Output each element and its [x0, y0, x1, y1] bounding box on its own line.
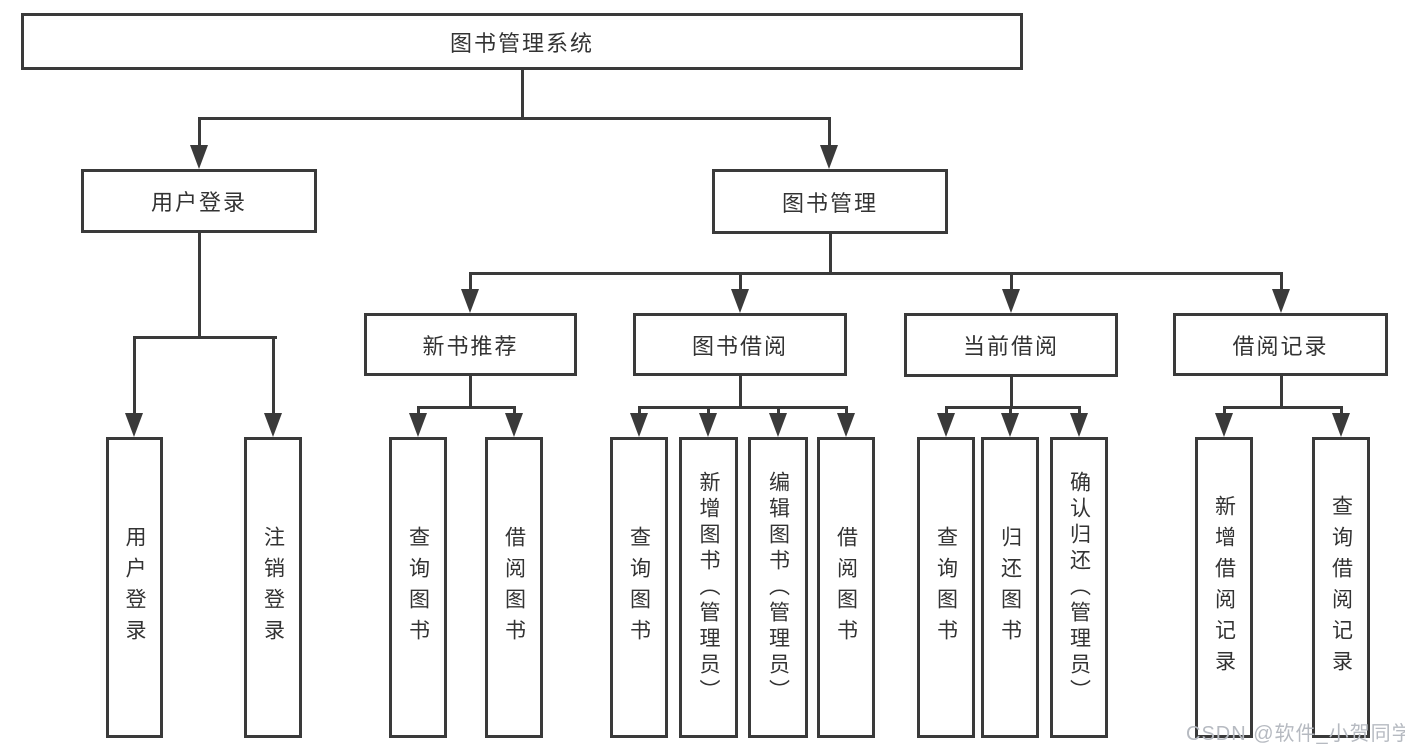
leaf-borrow-books: 借阅图书	[817, 437, 875, 738]
connector-line	[197, 233, 201, 338]
connector-line	[1222, 405, 1343, 409]
leaf-add-borrow-record: 新增借阅记录	[1195, 437, 1253, 738]
node-label: 查询图书	[406, 525, 430, 650]
node-label: 当前借阅	[962, 334, 1059, 359]
arrow-down-icon	[505, 413, 523, 437]
node-current-borrowing: 当前借阅	[904, 313, 1118, 377]
node-label: 图书管理系统	[449, 30, 594, 56]
arrow-down-icon	[630, 413, 648, 437]
arrow-down-icon	[125, 413, 143, 437]
leaf-logout: 注销登录	[244, 437, 302, 738]
node-label: 新书推荐	[422, 333, 519, 359]
connector-line	[738, 376, 742, 408]
node-label: 新增图书（管理员）	[697, 470, 720, 705]
connector-line	[738, 273, 742, 293]
node-user-login: 用户登录	[81, 169, 317, 233]
connector-line	[520, 69, 524, 119]
node-label: 编辑图书（管理员）	[766, 470, 790, 705]
node-label: 借阅图书	[502, 525, 526, 650]
node-label: 用户登录	[150, 190, 247, 215]
node-label: 图书借阅	[691, 333, 788, 359]
node-label: 查询借阅记录	[1329, 494, 1353, 681]
leaf-confirm-return-admin: 确认归还（管理员）	[1050, 437, 1108, 738]
connector-line	[828, 234, 832, 274]
arrow-down-icon	[190, 145, 208, 169]
connector-line	[416, 405, 516, 409]
leaf-query-books-borrow: 查询图书	[610, 437, 668, 738]
leaf-add-book-admin: 新增图书（管理员）	[679, 437, 738, 738]
connector-line	[468, 271, 1283, 275]
leaf-return-books: 归还图书	[981, 437, 1039, 738]
arrow-down-icon	[1070, 413, 1088, 437]
arrow-down-icon	[264, 413, 282, 437]
node-new-book-recommendation: 新书推荐	[364, 313, 577, 376]
arrow-down-icon	[461, 289, 479, 313]
arrow-down-icon	[837, 413, 855, 437]
connector-line	[944, 405, 1081, 409]
node-label: 图书管理	[781, 190, 878, 216]
node-label: 查询图书	[934, 525, 958, 650]
node-book-borrowing: 图书借阅	[633, 313, 847, 376]
arrow-down-icon	[769, 413, 787, 437]
arrow-down-icon	[1215, 413, 1233, 437]
node-library-management-system: 图书管理系统	[21, 13, 1023, 70]
arrow-down-icon	[409, 413, 427, 437]
node-label: 注销登录	[261, 525, 285, 650]
arrow-down-icon	[1002, 289, 1020, 313]
leaf-user-login: 用户登录	[106, 437, 163, 738]
connector-line	[1279, 273, 1283, 293]
arrow-down-icon	[937, 413, 955, 437]
node-label: 确认归还（管理员）	[1067, 470, 1091, 705]
connector-line	[132, 337, 136, 417]
node-label: 新增借阅记录	[1212, 494, 1236, 681]
connector-line	[468, 376, 472, 408]
connector-line	[271, 337, 275, 417]
connector-line	[197, 118, 201, 148]
arrow-down-icon	[1332, 413, 1350, 437]
arrow-down-icon	[699, 413, 717, 437]
arrow-down-icon	[820, 145, 838, 169]
connector-line	[637, 405, 848, 409]
connector-line	[468, 273, 472, 293]
connector-line	[1009, 377, 1013, 408]
csdn-watermark: CSDN @软件_小贺同学	[1186, 723, 1405, 745]
node-label: 查询图书	[627, 525, 651, 650]
connector-line	[827, 118, 831, 148]
leaf-query-books-current: 查询图书	[917, 437, 975, 738]
leaf-borrow-books-recommend: 借阅图书	[485, 437, 543, 738]
node-book-management: 图书管理	[712, 169, 948, 234]
leaf-query-books-recommend: 查询图书	[389, 437, 447, 738]
connector-line	[1279, 376, 1283, 408]
arrow-down-icon	[1272, 289, 1290, 313]
node-label: 用户登录	[123, 525, 146, 650]
leaf-query-borrow-record: 查询借阅记录	[1312, 437, 1370, 738]
connector-line	[1009, 273, 1013, 293]
node-borrowing-records: 借阅记录	[1173, 313, 1388, 376]
arrow-down-icon	[1001, 413, 1019, 437]
node-label: 归还图书	[998, 525, 1022, 650]
connector-line	[197, 116, 831, 120]
arrow-down-icon	[731, 289, 749, 313]
node-label: 借阅图书	[834, 525, 858, 650]
connector-line	[132, 335, 277, 339]
node-label: 借阅记录	[1232, 333, 1329, 359]
leaf-edit-book-admin: 编辑图书（管理员）	[748, 437, 808, 738]
